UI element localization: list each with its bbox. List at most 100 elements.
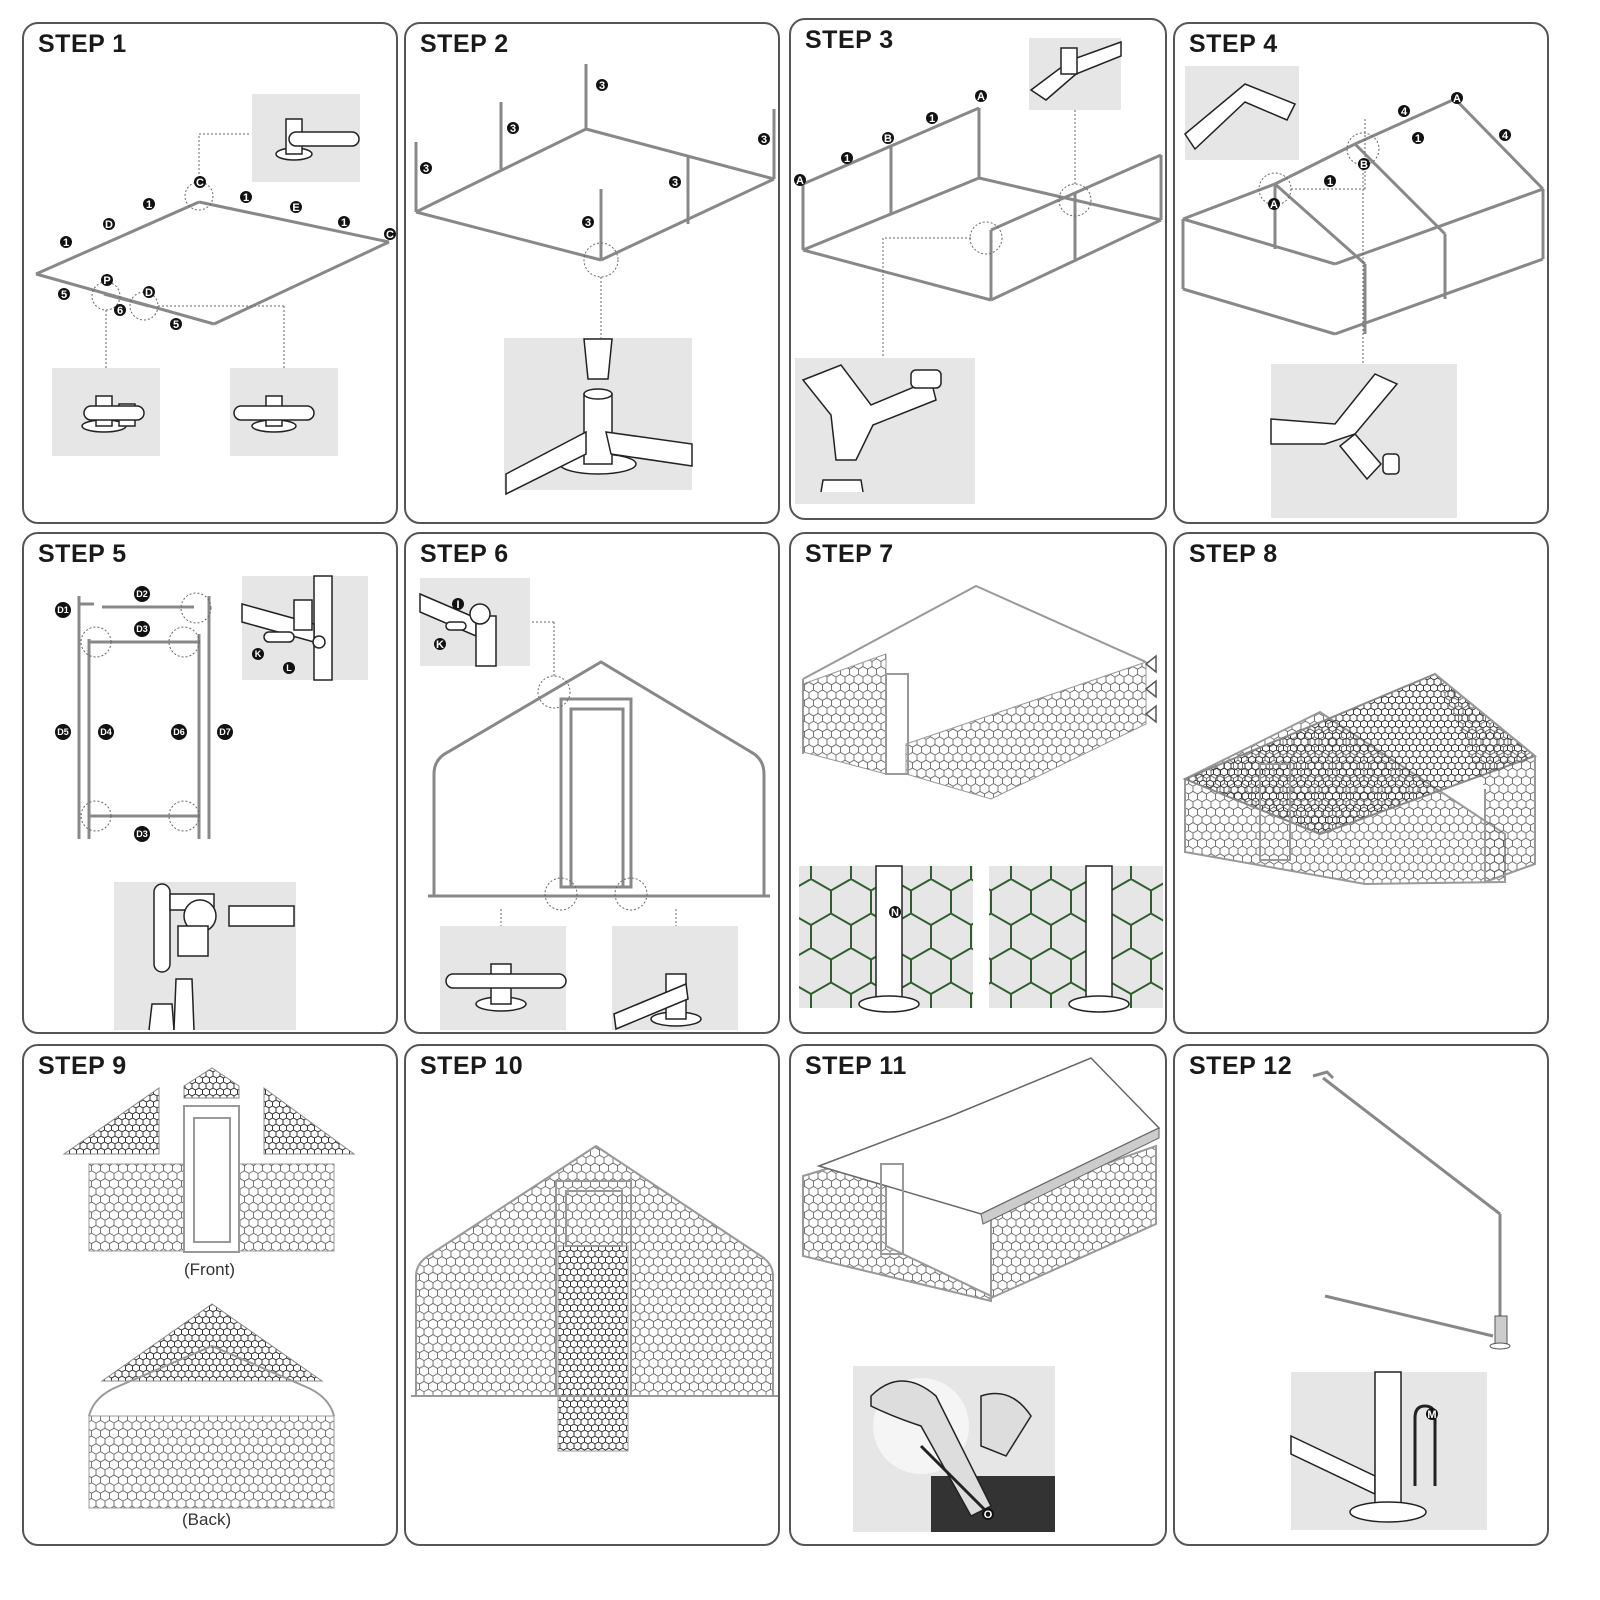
step-12-diagram: M xyxy=(1290,1070,1511,1530)
step-9-diagram xyxy=(62,1067,356,1509)
step-1-marker-label: C xyxy=(386,229,394,241)
step-5-marker-label: D3 xyxy=(136,624,148,634)
step-1-marker xyxy=(338,216,350,228)
step-5-marker-label: D5 xyxy=(57,727,69,737)
step-4-marker-label: 1 xyxy=(1415,133,1421,145)
step-5-marker-label: D1 xyxy=(57,605,69,615)
step-5-marker xyxy=(98,724,114,740)
step-5-marker-label: K xyxy=(255,649,262,659)
step-5-marker-label: D6 xyxy=(173,727,185,737)
step-12-title: STEP 12 xyxy=(1189,1052,1293,1080)
step-1-marker xyxy=(101,274,113,286)
step-4-marker xyxy=(1268,198,1280,210)
step-3-panel: STEP 3 xyxy=(789,18,1167,520)
step-6-panel: STEP 6 xyxy=(404,532,780,1034)
step-12-marker xyxy=(1426,1408,1438,1420)
step-5-marker xyxy=(134,586,150,602)
step-10-diagram xyxy=(411,1144,778,1452)
step-11-marker-label: O xyxy=(984,1509,993,1521)
step-3-title: STEP 3 xyxy=(805,26,894,54)
step-10-panel: STEP 10 xyxy=(404,1044,780,1546)
step-1-marker-label: 1 xyxy=(341,217,347,229)
step-3-diagram: A 1 B 1 A xyxy=(794,38,1163,504)
step-3-marker-label: 1 xyxy=(844,153,850,165)
step-2-marker xyxy=(507,122,519,134)
step-4-marker xyxy=(1398,105,1410,117)
step-1-marker-label: 1 xyxy=(243,192,249,204)
step-7-title: STEP 7 xyxy=(805,540,894,568)
step-12-marker-label: M xyxy=(1427,1409,1436,1421)
step-6-diagram: I K xyxy=(419,578,770,1031)
step-5-marker xyxy=(283,662,295,674)
step-5-marker-label: D2 xyxy=(136,589,148,599)
step-6-title: STEP 6 xyxy=(420,540,509,568)
step-4-marker-label: B xyxy=(1360,159,1368,171)
step-8-diagram xyxy=(1182,672,1537,886)
step-7-mesh-right xyxy=(989,866,1163,1008)
step-11-panel: STEP 7 STEP 11 O xyxy=(789,1044,1167,1546)
step-6-marker-label: K xyxy=(436,639,444,651)
step-1-marker xyxy=(240,191,252,203)
step-1-marker xyxy=(143,198,155,210)
step-11-marker xyxy=(982,1508,994,1520)
step-4-title: STEP 4 xyxy=(1189,30,1278,58)
step-2-marker-label: 3 xyxy=(510,123,516,135)
step-9-caption-back: (Back) xyxy=(182,1510,232,1529)
step-11-title: STEP 11 xyxy=(805,1052,907,1080)
step-5-marker xyxy=(55,724,71,740)
step-5-marker-label: D7 xyxy=(219,727,231,737)
step-4-marker-label: 4 xyxy=(1502,130,1509,142)
step-10-title: STEP 10 xyxy=(420,1052,524,1080)
step-3-marker xyxy=(926,112,938,124)
step-4-marker-label: A xyxy=(1270,199,1278,211)
step-1-marker xyxy=(60,236,72,248)
step-5-marker-label: D4 xyxy=(100,727,112,737)
step-2-marker-label: 3 xyxy=(585,217,591,229)
step-3-marker-label: A xyxy=(977,91,985,103)
step-4-marker xyxy=(1451,92,1463,104)
step-5-marker xyxy=(55,602,71,618)
step-2-title: STEP 2 xyxy=(420,30,509,58)
step-9-back-gable xyxy=(100,1303,324,1382)
step-9-title: STEP 9 xyxy=(38,1052,127,1080)
step-3-marker xyxy=(794,174,806,186)
step-9-panel: STEP 9 (Front) (Back) xyxy=(22,1044,398,1546)
step-1-marker xyxy=(103,218,115,230)
step-4-panel: STEP 4 xyxy=(1173,22,1549,524)
step-1-panel: STEP 1 xyxy=(22,22,398,524)
step-4-marker xyxy=(1499,129,1511,141)
step-1-marker xyxy=(114,304,126,316)
step-1-marker xyxy=(384,228,396,240)
step-3-marker-label: A xyxy=(796,175,804,187)
step-7-marker xyxy=(889,906,901,918)
step-3-marker xyxy=(975,90,987,102)
step-1-marker-label: 1 xyxy=(146,199,152,211)
step-1-marker-label: 5 xyxy=(61,289,67,301)
step-5-marker xyxy=(134,826,150,842)
step-5-marker-label: L xyxy=(286,663,292,673)
step-3-marker xyxy=(882,132,894,144)
step-5-marker xyxy=(217,724,233,740)
step-4-marker xyxy=(1324,175,1336,187)
step-1-marker-label: D xyxy=(105,219,113,231)
step-9-front-top-gable xyxy=(183,1067,240,1099)
step-4-diagram: 4 A 1 4 B 1 A xyxy=(1181,66,1545,518)
step-2-marker xyxy=(582,216,594,228)
step-1-marker-label: 6 xyxy=(117,305,123,317)
step-12-panel: STEP 12 M xyxy=(1173,1044,1549,1546)
step-5-marker xyxy=(171,724,187,740)
step-9-front-right-panel xyxy=(238,1163,335,1252)
step-1-marker-label: 1 xyxy=(63,237,69,249)
step-11-diagram: O xyxy=(802,1057,1161,1532)
step-6-marker-label: I xyxy=(456,599,459,611)
step-4-marker xyxy=(1412,132,1424,144)
step-3-marker xyxy=(841,152,853,164)
step-5-marker xyxy=(252,648,264,660)
step-1-marker xyxy=(58,288,70,300)
step-10-door-mesh xyxy=(557,1245,629,1452)
step-2-marker xyxy=(596,79,608,91)
step-3-marker-label: 1 xyxy=(929,113,935,125)
step-1-marker-label: 5 xyxy=(173,319,179,331)
step-4-marker-label: 4 xyxy=(1401,106,1408,118)
step-7-diagram: N xyxy=(799,584,1163,1013)
